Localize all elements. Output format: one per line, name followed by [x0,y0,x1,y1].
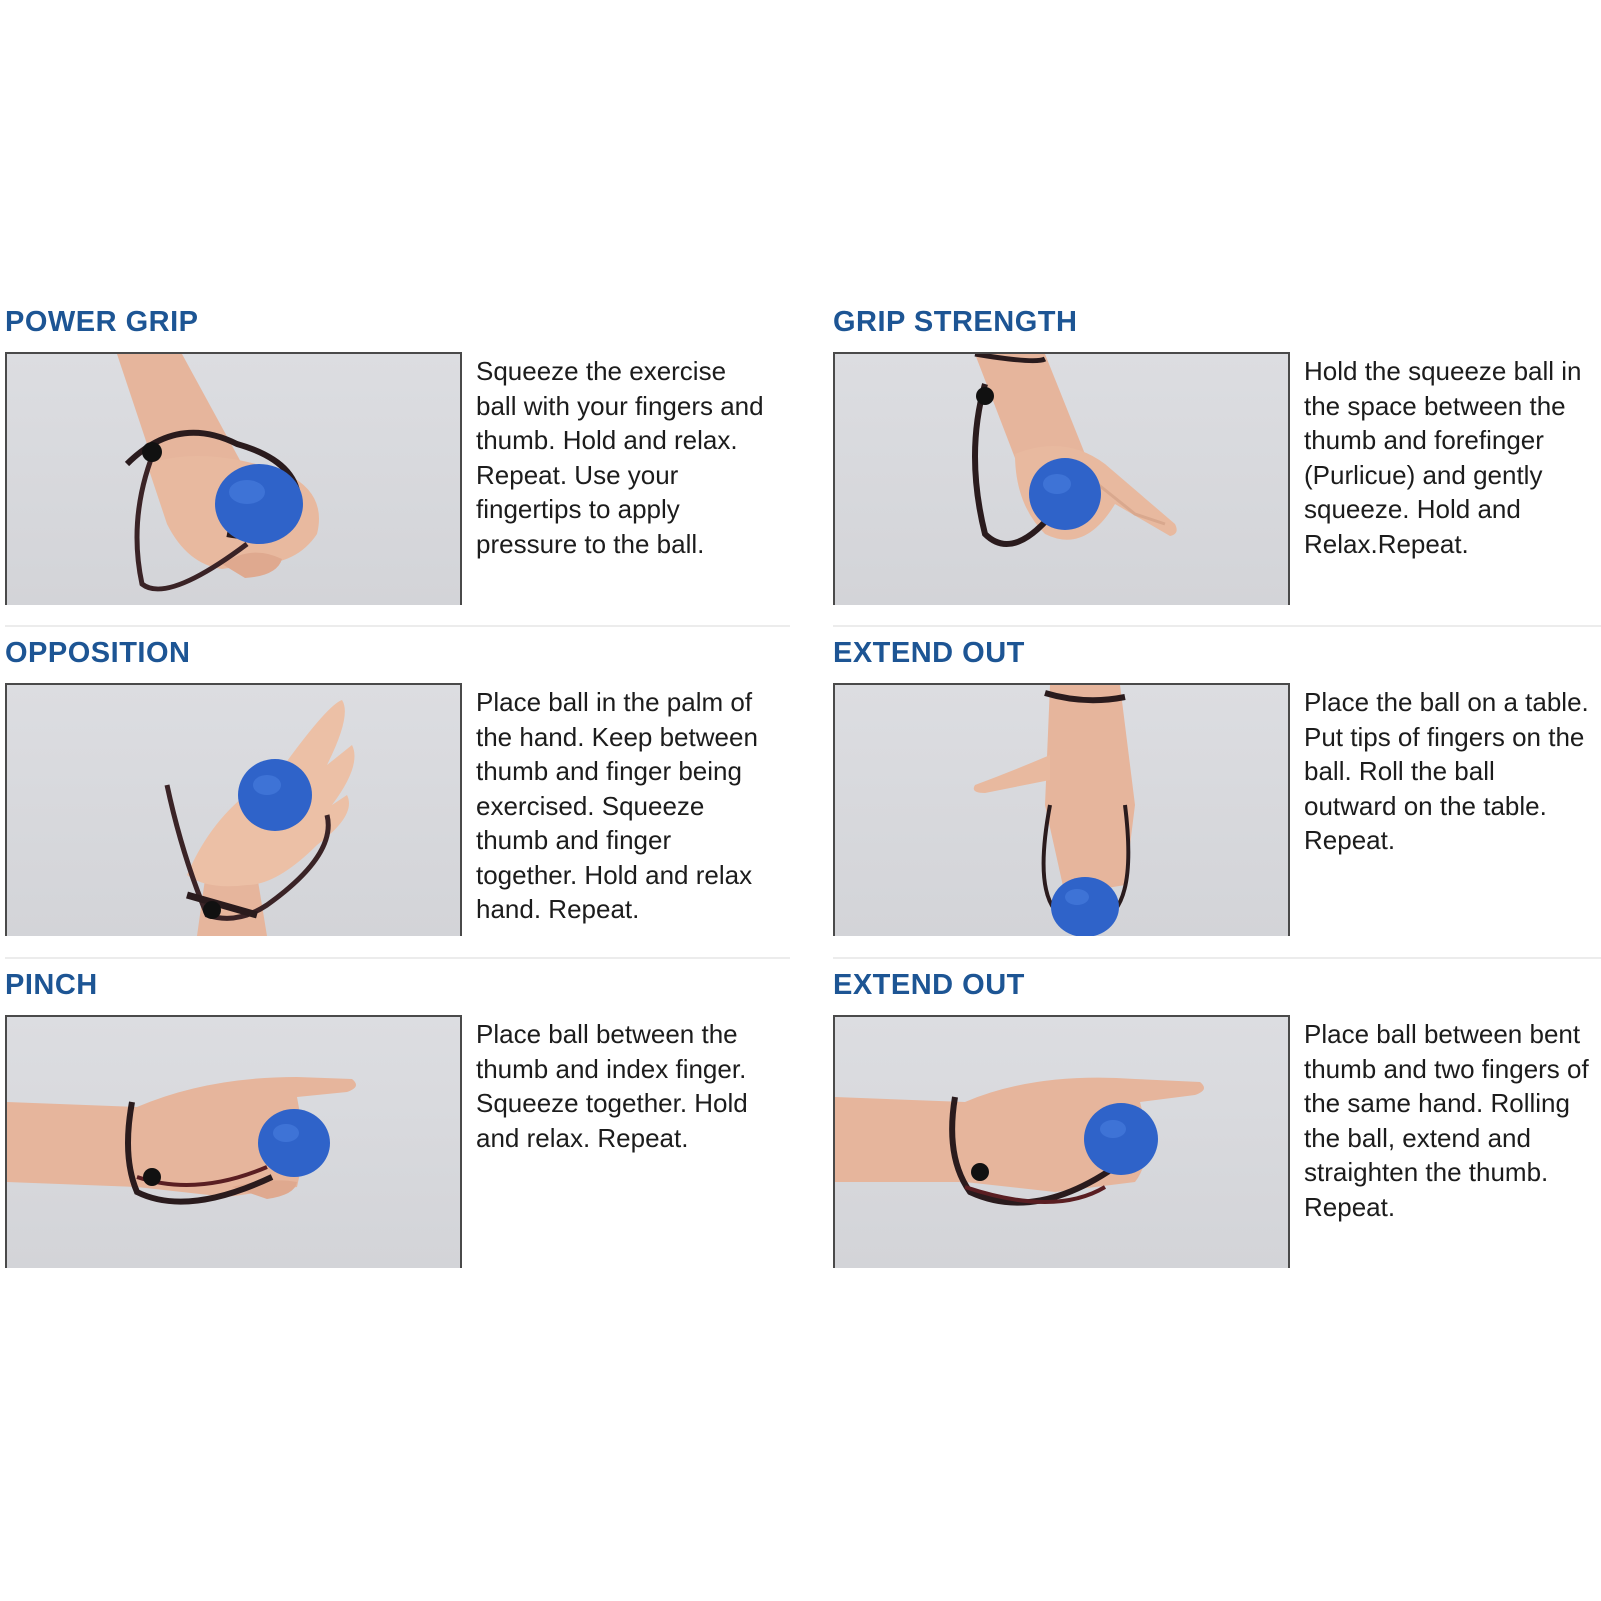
section-grip-strength: GRIP STRENGTH Hold the squeeze ball in t… [828,300,1601,605]
section-title: PINCH [5,969,98,1001]
row-divider [5,625,790,627]
hand-with-ball-icon [117,354,319,592]
section-power-grip: POWER GRIP Squeeze the exercise ball wit… [0,300,790,605]
section-description: Squeeze the exercise ball with your fing… [476,356,764,559]
grip-strength-photo [833,352,1290,605]
opposition-photo [5,683,462,936]
section-title: OPPOSITION [5,637,191,669]
section-description: Place the ball on a table. Put tips of f… [1304,687,1589,855]
section-description: Place ball between bent thumb and two fi… [1304,1019,1589,1222]
section-title: EXTEND OUT [833,969,1025,1001]
row-divider [833,957,1601,959]
extend-out-table-photo [833,683,1290,936]
section-title: GRIP STRENGTH [833,306,1078,338]
hand-with-ball-icon [164,700,355,936]
section-description: Place ball between the thumb and index f… [476,1019,748,1153]
section-pinch: PINCH Place ball between the thumb and i… [0,963,790,1268]
hand-with-ball-icon [973,685,1135,936]
section-description: Place ball in the palm of the hand. Keep… [476,687,758,924]
pinch-photo [5,1015,462,1268]
row-divider [5,957,790,959]
section-extend-out-table: EXTEND OUT Place the ball on a table. Pu… [828,631,1601,936]
hand-with-ball-icon [972,354,1177,547]
extend-out-thumb-photo [833,1015,1290,1268]
section-title: POWER GRIP [5,306,199,338]
power-grip-photo [5,352,462,605]
hand-with-ball-icon [7,1077,356,1205]
hand-with-ball-icon [835,1077,1204,1206]
section-title: EXTEND OUT [833,637,1025,669]
section-description: Hold the squeeze ball in the space betwe… [1304,356,1582,559]
section-opposition: OPPOSITION Place ball in the palm of the… [0,631,790,936]
row-divider [833,625,1601,627]
section-extend-out-thumb: EXTEND OUT Place ball between bent thumb… [828,963,1601,1268]
